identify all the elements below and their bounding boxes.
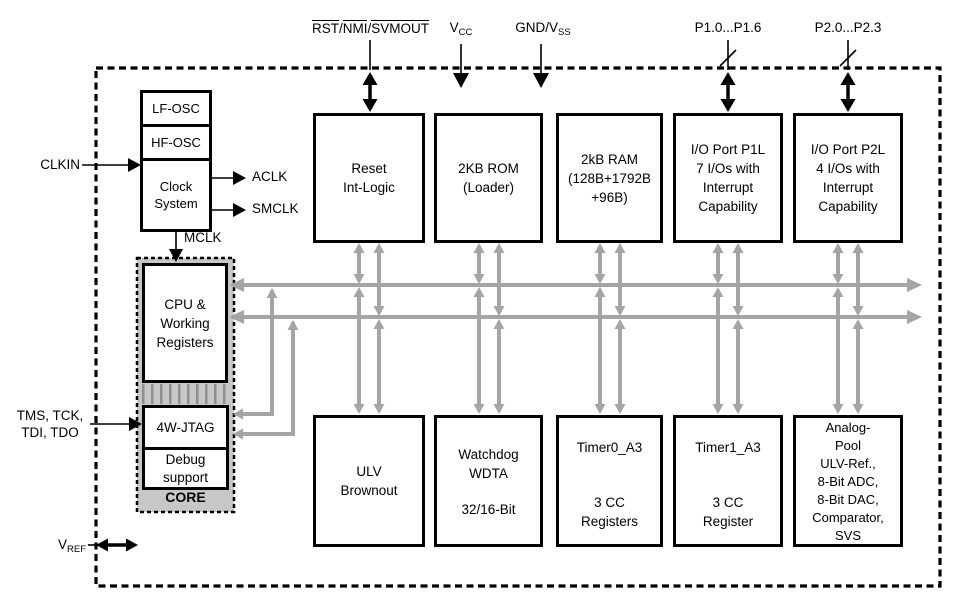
ram-box: 2kB RAM (128B+1792B +96B) [556,113,663,243]
analog-detail4: Comparator, [812,510,884,525]
cpu-line3: Registers [156,334,214,350]
vss-subscript: SS [558,27,571,38]
signal-label-aclk: ACLK [252,169,288,184]
rom-line2: (Loader) [462,180,515,195]
p2l-line4: Capability [818,199,878,214]
vcc-base: V [449,20,459,35]
jtag-label: 4W-JTAG [156,420,215,435]
hf-osc-cell: HF-OSC [143,127,209,161]
p2l-line1: I/O Port P2L [810,142,886,157]
pin-label-p1: P1.0...P1.6 [694,20,762,35]
p1l-line4: Capability [698,199,758,214]
svmout-text: SVMOUT [371,20,430,36]
signal-label-mclk: MCLK [184,230,222,245]
cpu-working-registers-box: CPU & Working Registers [142,263,228,383]
io-port-p1l-box: I/O Port P1L 7 I/Os with Interrupt Capab… [673,113,783,243]
cpu-bus-hatch [142,384,228,404]
analog-detail5: SVS [834,528,861,543]
lf-osc-cell: LF-OSC [143,93,209,127]
separator: / [338,21,343,36]
analog-title2: Pool [834,438,862,453]
timer1-detail1: 3 CC [712,495,744,510]
pin-label-rst-nmi-svmout: RST/NMI/SVMOUT [283,20,458,36]
ulv-line2: Brownout [340,483,398,498]
timer1-box: Timer1_A3 3 CC Register [673,415,783,547]
timer0-detail2: Registers [580,514,639,529]
jtag-signals-line1: TMS, TCK, [16,408,84,423]
wdt-title1: Watchdog [458,447,519,462]
timer1-detail2: Register [702,514,754,529]
ram-line1: 2kB RAM [580,151,638,167]
ram-line2: (128B+1792B [568,170,651,186]
signal-label-smclk: SMCLK [252,201,299,216]
analog-title1: Analog- [825,420,871,435]
reset-line2: Int-Logic [343,180,395,195]
p2l-line2: 4 I/Os with [816,161,880,176]
ulv-line1: ULV [356,464,382,479]
rom-box: 2KB ROM (Loader) [434,113,543,243]
cpu-line2: Working [160,315,210,331]
clock-system-block: LF-OSC HF-OSC Clock System [140,90,212,232]
core-label: CORE [165,489,206,505]
watchdog-box: Watchdog WDTA 32/16-Bit [434,415,543,547]
p1l-line3: Interrupt [702,180,754,195]
analog-detail1: ULV-Ref., [820,456,876,471]
ulv-brownout-box: ULV Brownout [313,415,425,547]
p2l-line3: Interrupt [822,180,874,195]
lf-osc-label: LF-OSC [152,101,200,116]
timer0-detail1: 3 CC [594,495,625,510]
rom-line1: 2KB ROM [458,161,519,176]
gnd-base: GND/V [515,20,559,35]
debug-line2: support [162,469,209,485]
pin-label-gnd-vss: GND/VSS [498,20,588,38]
pin-label-clkin: CLKIN [40,157,80,172]
io-port-p2l-box: I/O Port P2L 4 I/Os with Interrupt Capab… [793,113,903,243]
debug-line1: Debug [165,451,206,467]
vcc-subscript: CC [458,27,473,38]
vref-subscript: REF [67,544,86,555]
analog-pool-box: Analog- Pool ULV-Ref., 8-Bit ADC, 8-Bit … [793,415,903,547]
reset-int-logic-box: Reset Int-Logic [313,113,425,243]
clock-system-line2: System [154,196,198,211]
pin-label-p2: P2.0...P2.3 [814,20,882,35]
nmi-text: NMI [342,20,368,36]
p1l-line1: I/O Port P1L [690,142,766,157]
debug-support-cell: Debug support [145,450,226,487]
hf-osc-label: HF-OSC [151,135,201,150]
p1l-line2: 7 I/Os with [696,161,760,176]
pin-label-jtag-signals: TMS, TCK, TDI, TDO [12,407,88,441]
reset-line1: Reset [351,161,387,176]
jtag-cell: 4W-JTAG [145,408,226,450]
vref-base: V [57,537,67,552]
cpu-line1: CPU & [164,296,206,312]
rst-text: RST [311,20,339,36]
jtag-signals-line2: TDI, TDO [21,425,79,440]
timer1-title: Timer1_A3 [695,440,761,455]
pin-label-vcc: VCC [436,20,486,38]
analog-detail2: 8-Bit ADC, [817,474,879,489]
ram-line3: +96B) [591,189,628,205]
wdt-title2: WDTA [469,466,508,481]
analog-detail3: 8-Bit DAC, [817,492,879,507]
clock-system-line1: Clock [159,179,193,194]
pin-label-vref: VREF [36,537,86,555]
jtag-debug-block: 4W-JTAG Debug support [142,405,229,490]
wdt-detail: 32/16-Bit [461,502,516,517]
separator: / [367,21,372,36]
timer0-title: Timer0_A3 [576,440,643,455]
clock-system-cell: Clock System [143,161,209,229]
timer0-box: Timer0_A3 3 CC Registers [556,415,663,547]
